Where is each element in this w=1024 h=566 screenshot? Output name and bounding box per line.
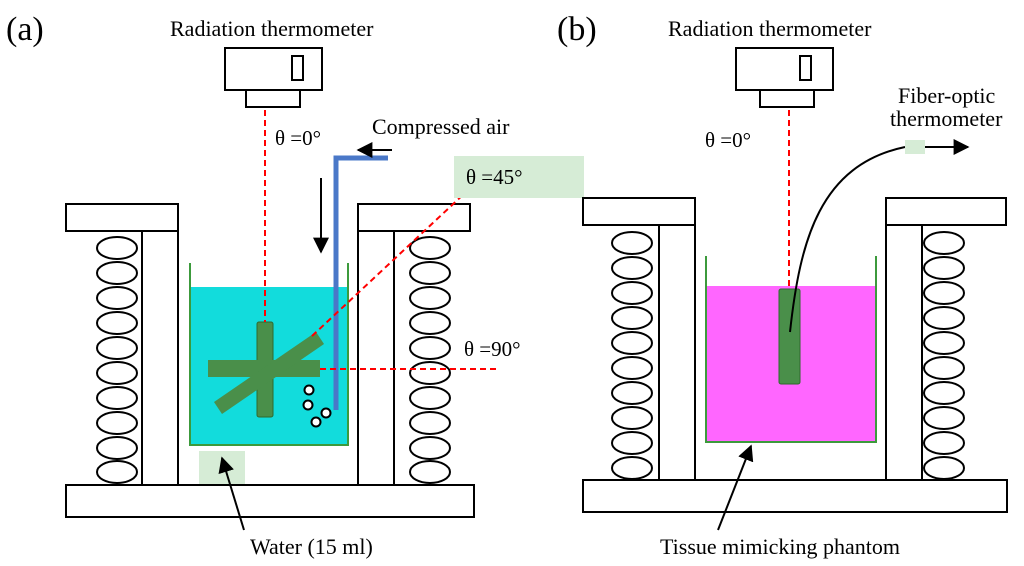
fiber-optic-connector: [905, 140, 925, 154]
phantom-label: Tissue mimicking phantom: [660, 534, 900, 559]
angle-45-label: θ =45°: [466, 165, 523, 189]
angle-45-highlight: [454, 156, 584, 198]
beams-a: [264, 110, 498, 370]
coil-right-a: [409, 236, 451, 484]
panel-a-label: (a): [6, 11, 44, 48]
panel-b-label: (b): [557, 11, 597, 48]
angle-0-label-a: θ =0°: [275, 126, 321, 150]
coil-left-b: [611, 231, 653, 480]
fiber-optic-cable: [789, 146, 906, 333]
compressed-air-label: Compressed air: [372, 114, 510, 139]
sample-rods-a: [208, 321, 324, 418]
radiation-thermometer-b: [735, 47, 834, 108]
coil-right-b: [923, 231, 965, 480]
angle-90-label: θ =90°: [464, 337, 521, 361]
panel-a: (a) Radiation thermometer: [6, 11, 584, 559]
fiber-optic-label-2: thermometer: [890, 106, 1003, 131]
radiation-thermometer-a: [224, 47, 323, 108]
phantom-arrow: [717, 444, 754, 531]
yoke-b: [582, 197, 1008, 513]
coil-left-a: [96, 236, 138, 484]
air-tube: [302, 142, 392, 428]
water-label: Water (15 ml): [250, 534, 373, 559]
panel-b: (b) Radiation thermometer: [557, 11, 1008, 559]
water-highlight: [199, 451, 245, 484]
angle-0-label-b: θ =0°: [705, 128, 751, 152]
radiation-thermometer-label-a: Radiation thermometer: [170, 16, 374, 41]
sample-rod-b: [778, 288, 801, 385]
radiation-thermometer-label-b: Radiation thermometer: [668, 16, 872, 41]
fiber-optic-label-1: Fiber-optic: [898, 83, 996, 108]
yoke-a: [65, 203, 475, 518]
